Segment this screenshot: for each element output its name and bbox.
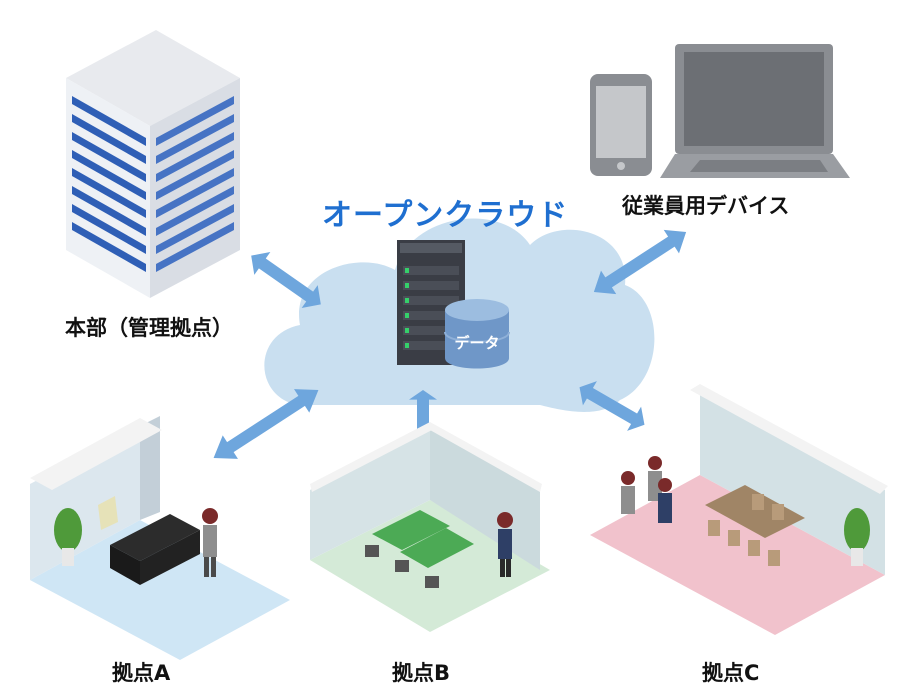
database-label: データ bbox=[454, 334, 500, 352]
hq-label: 本部（管理拠点） bbox=[65, 316, 233, 340]
devices-label: 従業員用デバイス bbox=[622, 194, 790, 218]
cloud-title: オープンクラウド bbox=[322, 198, 569, 233]
arrow-site-a-cloud bbox=[205, 378, 327, 470]
site-b-room-icon bbox=[310, 422, 550, 632]
site-c-label: 拠点C bbox=[702, 661, 760, 685]
database-icon bbox=[444, 299, 510, 369]
site-b-label: 拠点B bbox=[392, 661, 451, 685]
site-c-room-icon bbox=[590, 384, 888, 635]
smartphone-icon bbox=[590, 74, 652, 176]
site-a-label: 拠点A bbox=[112, 661, 171, 685]
laptop-icon bbox=[660, 44, 850, 178]
hq-building-icon bbox=[66, 30, 240, 298]
site-a-room-icon bbox=[30, 416, 290, 660]
